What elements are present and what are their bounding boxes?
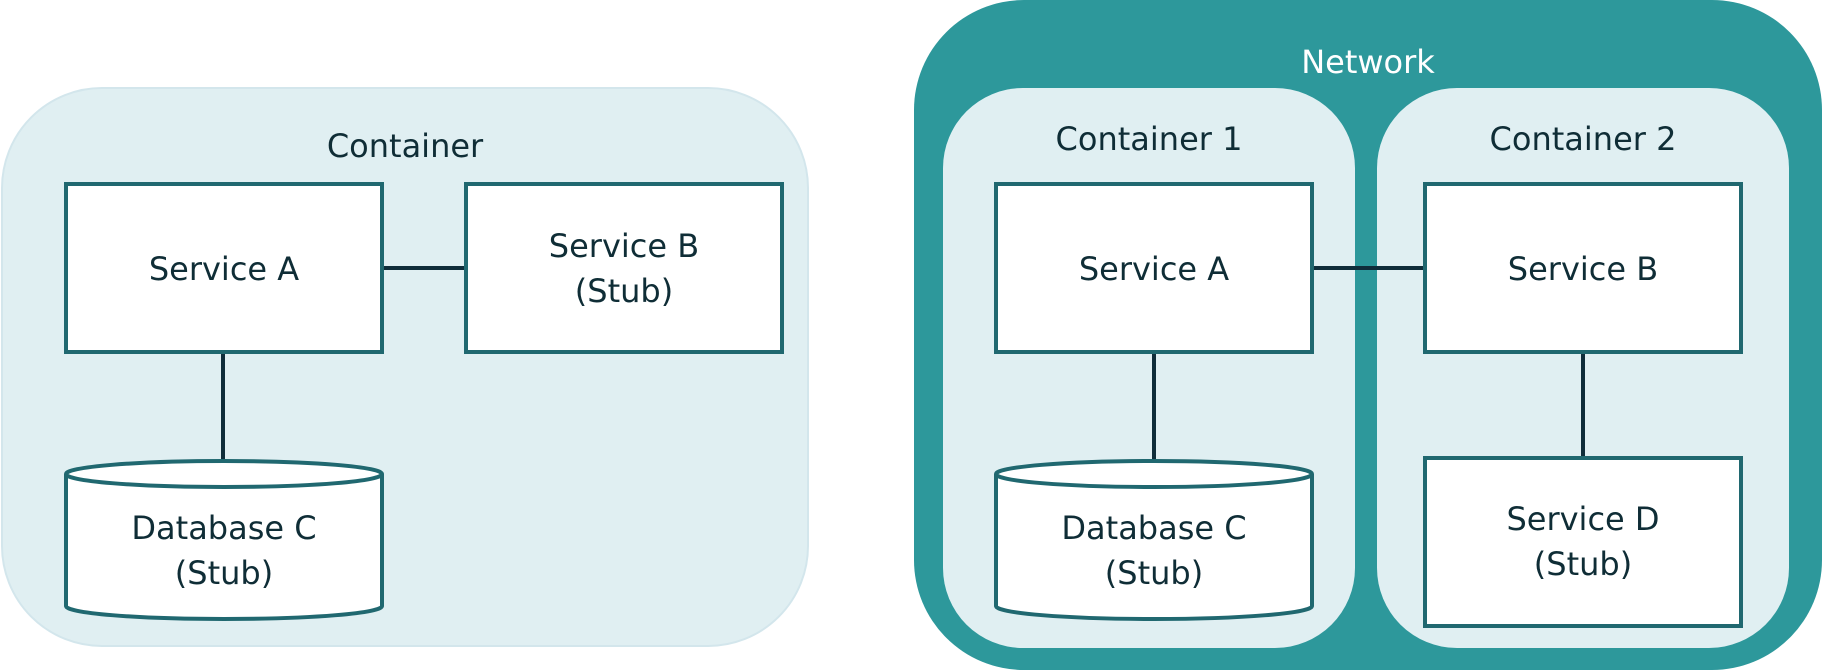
service-d-stub-label-line1: Service D [1506,500,1659,538]
right-diagram: Network Container 1 Container 2 Service … [914,0,1822,670]
network-label: Network [1301,43,1435,81]
database-c-stub-left-label-line2: (Stub) [175,554,273,592]
service-b-stub-left-label-line2: (Stub) [575,272,673,310]
service-a-left-label: Service A [149,250,299,288]
container-left-label: Container [327,127,484,165]
service-d-stub: Service D (Stub) [1423,456,1743,628]
container-2-label: Container 2 [1490,120,1677,158]
service-b-right-label: Service B [1508,250,1658,288]
database-c-stub-right-label-line1: Database C [1061,509,1246,547]
database-c-stub-right: Database C (Stub) [994,459,1314,621]
service-a-right-label: Service A [1079,250,1229,288]
service-d-stub-label-line2: (Stub) [1534,545,1632,583]
service-a-left: Service A [64,182,384,354]
database-c-stub-right-label-line2: (Stub) [1105,554,1203,592]
database-c-stub-left: Database C (Stub) [64,459,384,621]
service-a-right: Service A [994,182,1314,354]
service-b-stub-left: Service B (Stub) [464,182,784,354]
left-diagram: Container Service A Service B (Stub) Dat… [1,87,809,647]
container-1-label: Container 1 [1056,120,1243,158]
database-c-stub-left-label-line1: Database C [131,509,316,547]
service-b-stub-left-label-line1: Service B [549,227,699,265]
service-b-right: Service B [1423,182,1743,354]
